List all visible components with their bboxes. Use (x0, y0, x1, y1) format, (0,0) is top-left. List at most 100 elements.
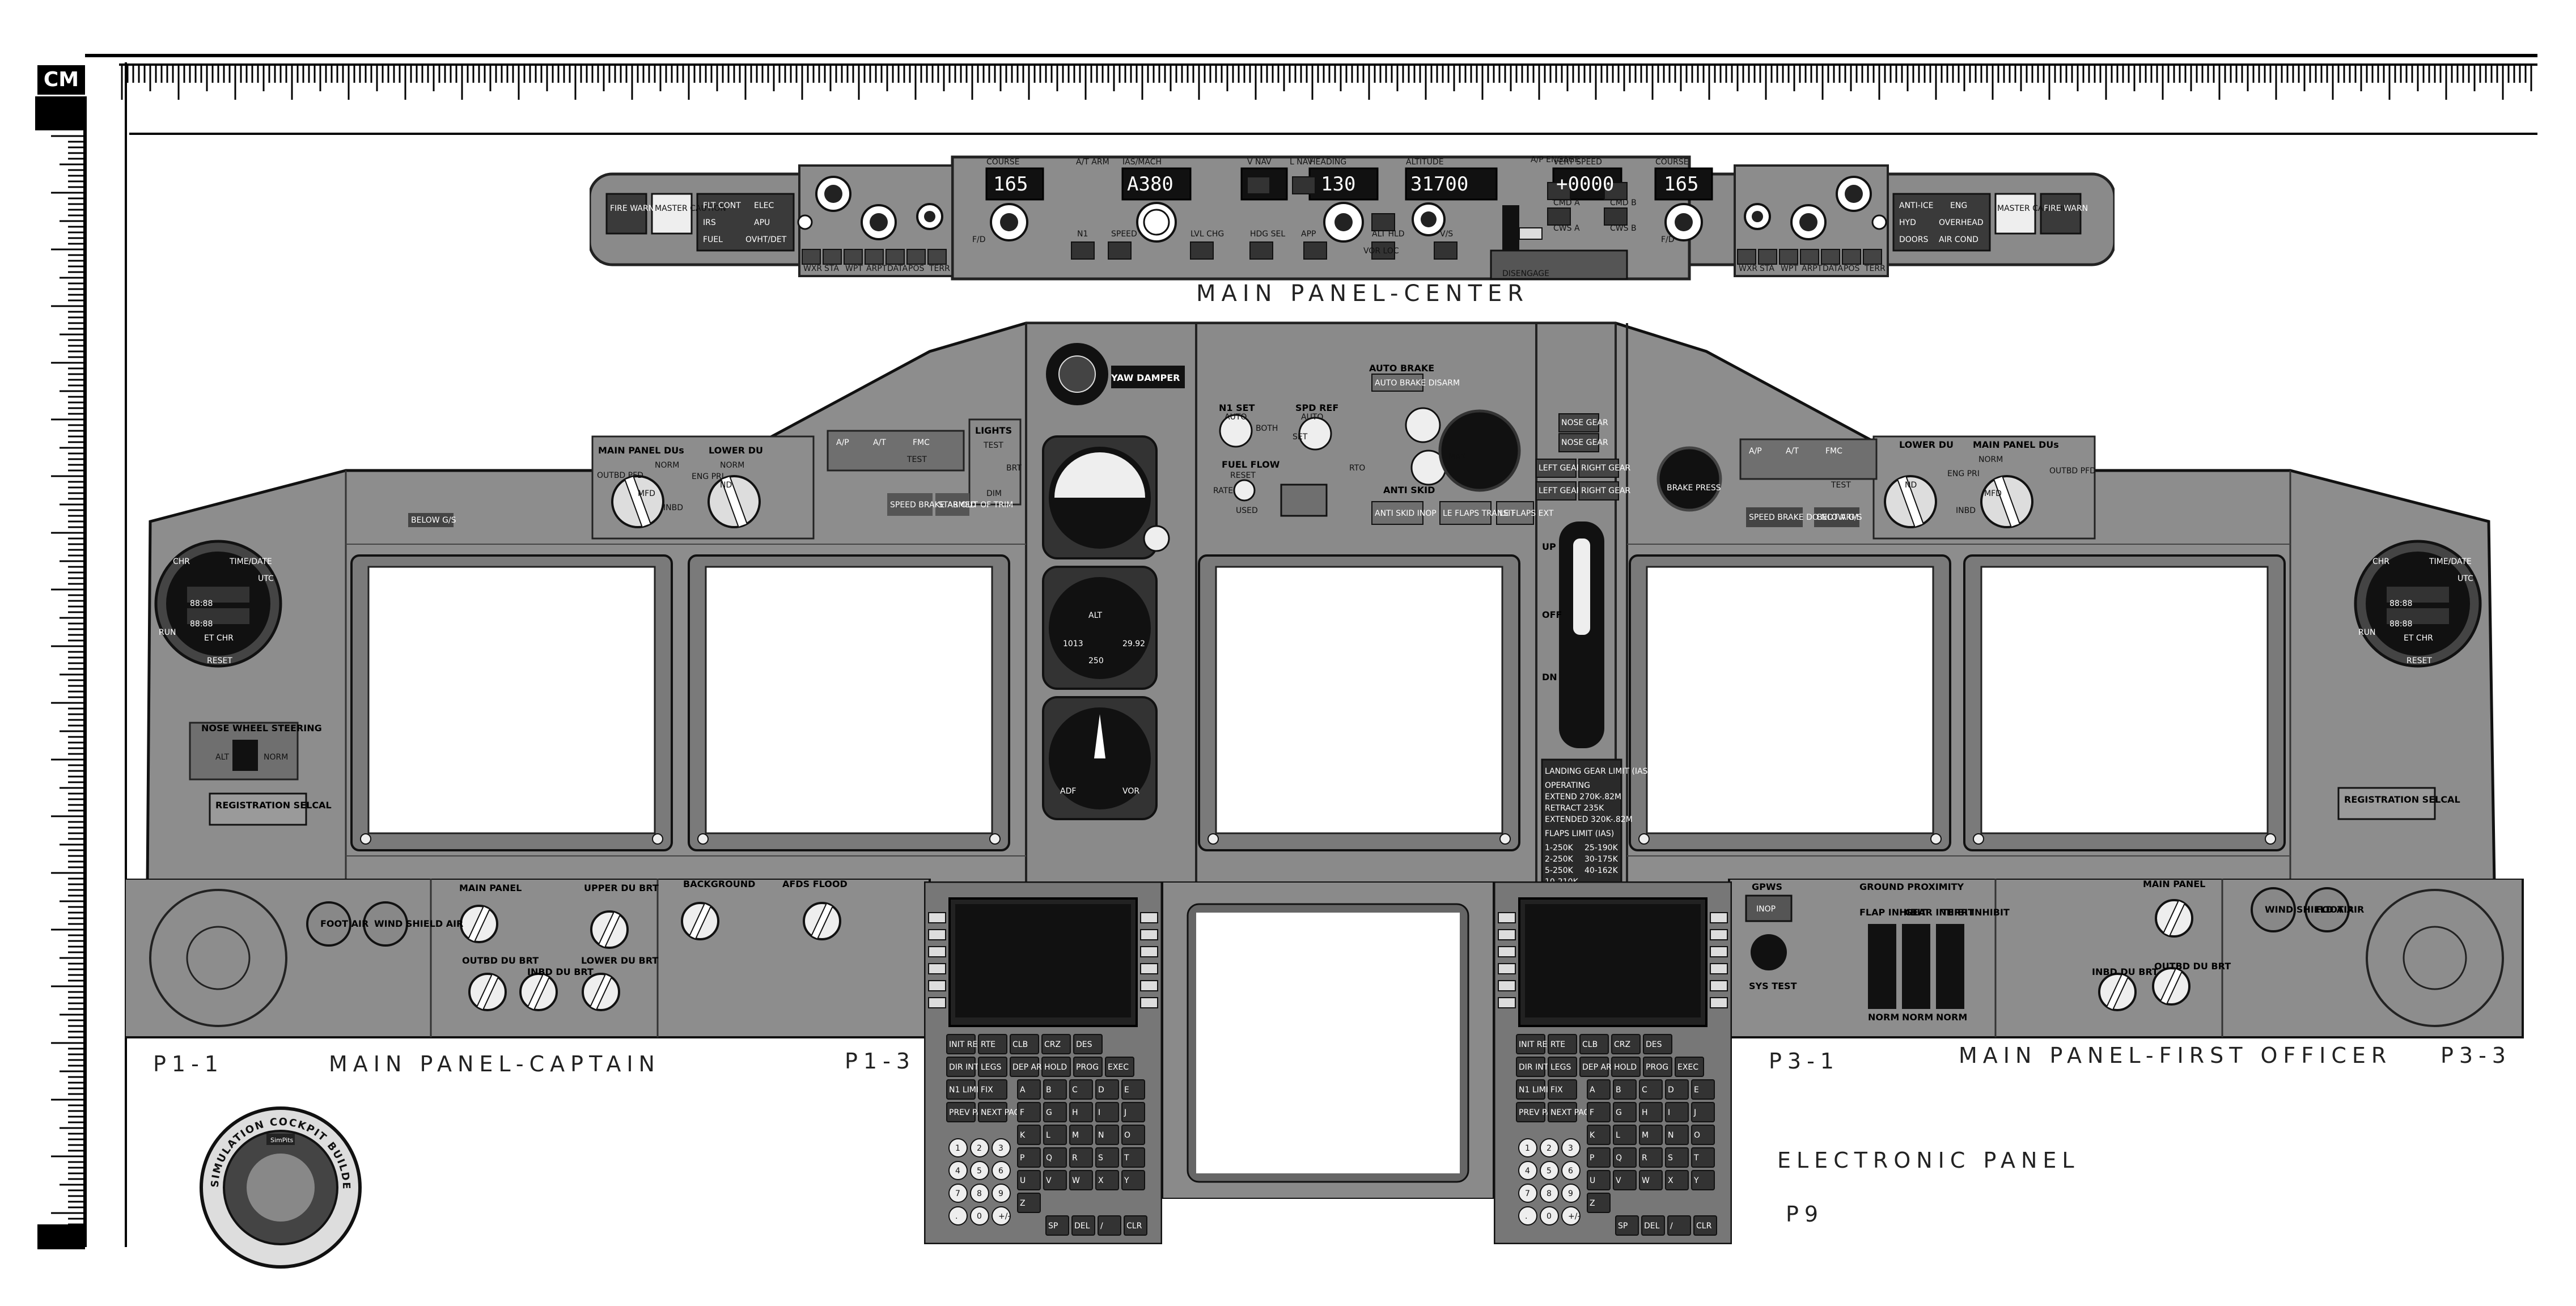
cdu-key[interactable] (1516, 1079, 1545, 1100)
cdu-key[interactable] (1124, 1215, 1147, 1236)
cdu-digit-key[interactable] (970, 1138, 989, 1157)
cdu-key[interactable] (1643, 1034, 1672, 1054)
mcp-button[interactable] (1071, 241, 1095, 260)
cdu-digit-key[interactable] (1561, 1206, 1581, 1226)
cdu-key[interactable] (1639, 1125, 1663, 1145)
cdu-digit-key[interactable] (1561, 1138, 1581, 1157)
cdu-key[interactable] (1691, 1170, 1715, 1190)
line-select-key[interactable] (1498, 946, 1516, 957)
cdu-key[interactable] (1043, 1102, 1067, 1122)
cdu-key[interactable] (1069, 1125, 1093, 1145)
cdu-key[interactable] (946, 1057, 976, 1077)
cdu-digit-key[interactable] (1540, 1206, 1559, 1226)
line-select-key[interactable] (1710, 997, 1728, 1008)
line-select-key[interactable] (1140, 980, 1158, 991)
cdu-key[interactable] (1095, 1102, 1119, 1122)
line-select-key[interactable] (1498, 980, 1516, 991)
line-select-key[interactable] (928, 997, 946, 1008)
cdu-key[interactable] (1665, 1170, 1689, 1190)
cdu-key[interactable] (1121, 1125, 1145, 1145)
line-select-key[interactable] (928, 963, 946, 974)
cdu-key[interactable] (946, 1034, 976, 1054)
line-select-key[interactable] (1710, 912, 1728, 923)
cdu-key[interactable] (946, 1102, 976, 1122)
cdu-digit-key[interactable] (992, 1161, 1011, 1180)
cdu-key[interactable] (1613, 1147, 1637, 1168)
cdu-key[interactable] (1675, 1057, 1704, 1077)
cdu-key[interactable] (1095, 1147, 1119, 1168)
mcp-button[interactable] (1190, 241, 1214, 260)
cdu-key[interactable] (1587, 1079, 1611, 1100)
mcp-button[interactable] (1547, 207, 1571, 226)
mcp-button[interactable] (1292, 176, 1316, 194)
mcp-button[interactable] (1604, 182, 1628, 200)
cdu-key[interactable] (1691, 1102, 1715, 1122)
cdu-key[interactable] (1641, 1215, 1665, 1236)
line-select-key[interactable] (1140, 929, 1158, 940)
cdu-key[interactable] (1121, 1079, 1145, 1100)
line-select-key[interactable] (1140, 946, 1158, 957)
cdu-key[interactable] (1095, 1170, 1119, 1190)
cdu-key[interactable] (1691, 1079, 1715, 1100)
cdu-digit-key[interactable] (1540, 1138, 1559, 1157)
mcp-button[interactable] (1108, 241, 1132, 260)
cdu-digit-key[interactable] (1561, 1161, 1581, 1180)
cdu-digit-key[interactable] (1518, 1161, 1537, 1180)
line-select-key[interactable] (928, 912, 946, 923)
line-select-key[interactable] (1140, 997, 1158, 1008)
cdu-digit-key[interactable] (992, 1206, 1011, 1226)
cdu-key[interactable] (1613, 1125, 1637, 1145)
cdu-key[interactable] (1579, 1057, 1609, 1077)
cdu-key[interactable] (978, 1057, 1007, 1077)
cdu-key[interactable] (1665, 1147, 1689, 1168)
mcp-button[interactable] (1371, 241, 1395, 260)
line-select-key[interactable] (1498, 912, 1516, 923)
cdu-digit-key[interactable] (992, 1184, 1011, 1203)
cdu-key[interactable] (1613, 1102, 1637, 1122)
line-select-key[interactable] (1140, 963, 1158, 974)
cdu-digit-key[interactable] (1540, 1161, 1559, 1180)
line-select-key[interactable] (928, 946, 946, 957)
line-select-key[interactable] (1498, 997, 1516, 1008)
cdu-key[interactable] (1041, 1057, 1071, 1077)
cdu-key[interactable] (1017, 1125, 1041, 1145)
cdu-key[interactable] (1098, 1215, 1121, 1236)
cdu-digit-key[interactable] (948, 1138, 968, 1157)
cdu-key[interactable] (1043, 1147, 1067, 1168)
cdu-key[interactable] (978, 1079, 1007, 1100)
mcp-button[interactable] (1247, 176, 1270, 194)
cdu-key[interactable] (1069, 1102, 1093, 1122)
cdu-digit-key[interactable] (1561, 1184, 1581, 1203)
line-select-key[interactable] (1710, 929, 1728, 940)
cdu-key[interactable] (1105, 1057, 1134, 1077)
cdu-key[interactable] (1548, 1079, 1577, 1100)
mcp-button[interactable] (1434, 241, 1458, 260)
cdu-key[interactable] (1516, 1057, 1545, 1077)
line-select-key[interactable] (1710, 980, 1728, 991)
cdu-key[interactable] (1017, 1170, 1041, 1190)
mcp-button[interactable] (1249, 241, 1273, 260)
cdu-key[interactable] (1639, 1079, 1663, 1100)
cdu-digit-key[interactable] (948, 1161, 968, 1180)
cdu-key[interactable] (1010, 1034, 1039, 1054)
cdu-key[interactable] (1613, 1079, 1637, 1100)
cdu-key[interactable] (1069, 1079, 1093, 1100)
cdu-key[interactable] (1587, 1102, 1611, 1122)
line-select-key[interactable] (1498, 929, 1516, 940)
cdu-key[interactable] (1121, 1147, 1145, 1168)
cdu-key[interactable] (1665, 1079, 1689, 1100)
cdu-key[interactable] (1516, 1034, 1545, 1054)
cdu-key[interactable] (1017, 1193, 1041, 1213)
cdu-key[interactable] (1017, 1079, 1041, 1100)
cdu-key[interactable] (1691, 1125, 1715, 1145)
cdu-key[interactable] (1043, 1170, 1067, 1190)
cdu-key[interactable] (1587, 1125, 1611, 1145)
cdu-key[interactable] (1043, 1079, 1067, 1100)
line-select-key[interactable] (1140, 912, 1158, 923)
cdu-key[interactable] (1587, 1147, 1611, 1168)
cdu-key[interactable] (1667, 1215, 1691, 1236)
cdu-key[interactable] (1073, 1034, 1103, 1054)
cdu-digit-key[interactable] (970, 1161, 989, 1180)
cdu-key[interactable] (1095, 1125, 1119, 1145)
cdu-key[interactable] (1095, 1079, 1119, 1100)
